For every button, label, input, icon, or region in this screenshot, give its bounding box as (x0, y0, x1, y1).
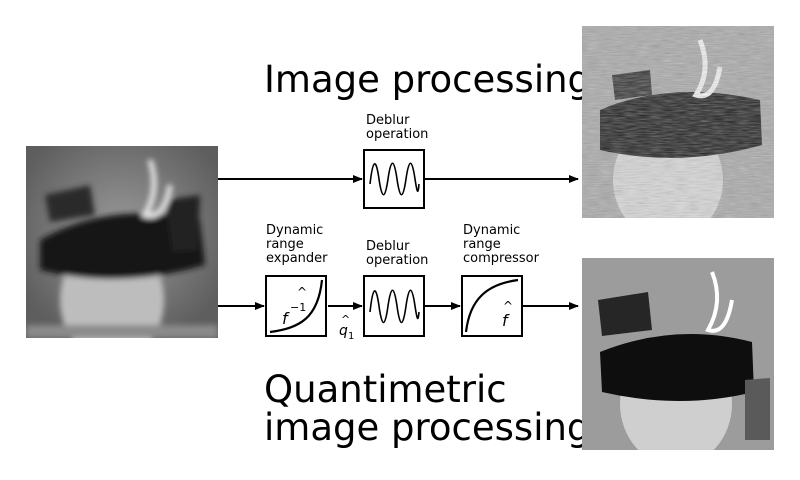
q1-hat: ^ (341, 313, 350, 326)
input-photo (26, 146, 218, 338)
bottom-output-photo (582, 258, 774, 450)
compressor-hat: ^ (503, 299, 513, 313)
bottom-deblur-label-line1: Deblur (366, 239, 410, 254)
expander-label-line3: expander (266, 251, 328, 266)
bottom-deblur-label-line2: operation (366, 253, 429, 268)
title-quantimetric-line2: image processing (264, 406, 591, 449)
top-deblur-label-line2: operation (366, 127, 429, 142)
bottom-deblur-block (363, 275, 425, 337)
expander-exponent: −1 (290, 301, 306, 314)
top-deblur-label-line1: Deblur (366, 113, 410, 128)
compressor-label-line3: compressor (463, 251, 539, 266)
title-quantimetric-line1: Quantimetric (264, 368, 507, 411)
top-deblur-block (363, 149, 425, 209)
compressor-block: ^ f (461, 275, 523, 337)
top-output-photo (582, 26, 774, 218)
compressor-label-line2: range (463, 237, 501, 252)
q1-subscript: 1 (348, 331, 354, 342)
q1-symbol: q (339, 323, 348, 339)
expander-block: f −1 ^ (265, 275, 327, 337)
expander-label-line1: Dynamic (266, 223, 324, 238)
compressor-label-line1: Dynamic (463, 223, 521, 238)
expander-symbol: f (282, 309, 290, 328)
title-image-processing: Image processing (264, 58, 592, 101)
expander-label-line2: range (266, 237, 304, 252)
compressor-symbol: f (502, 311, 510, 330)
expander-hat: ^ (297, 285, 307, 299)
